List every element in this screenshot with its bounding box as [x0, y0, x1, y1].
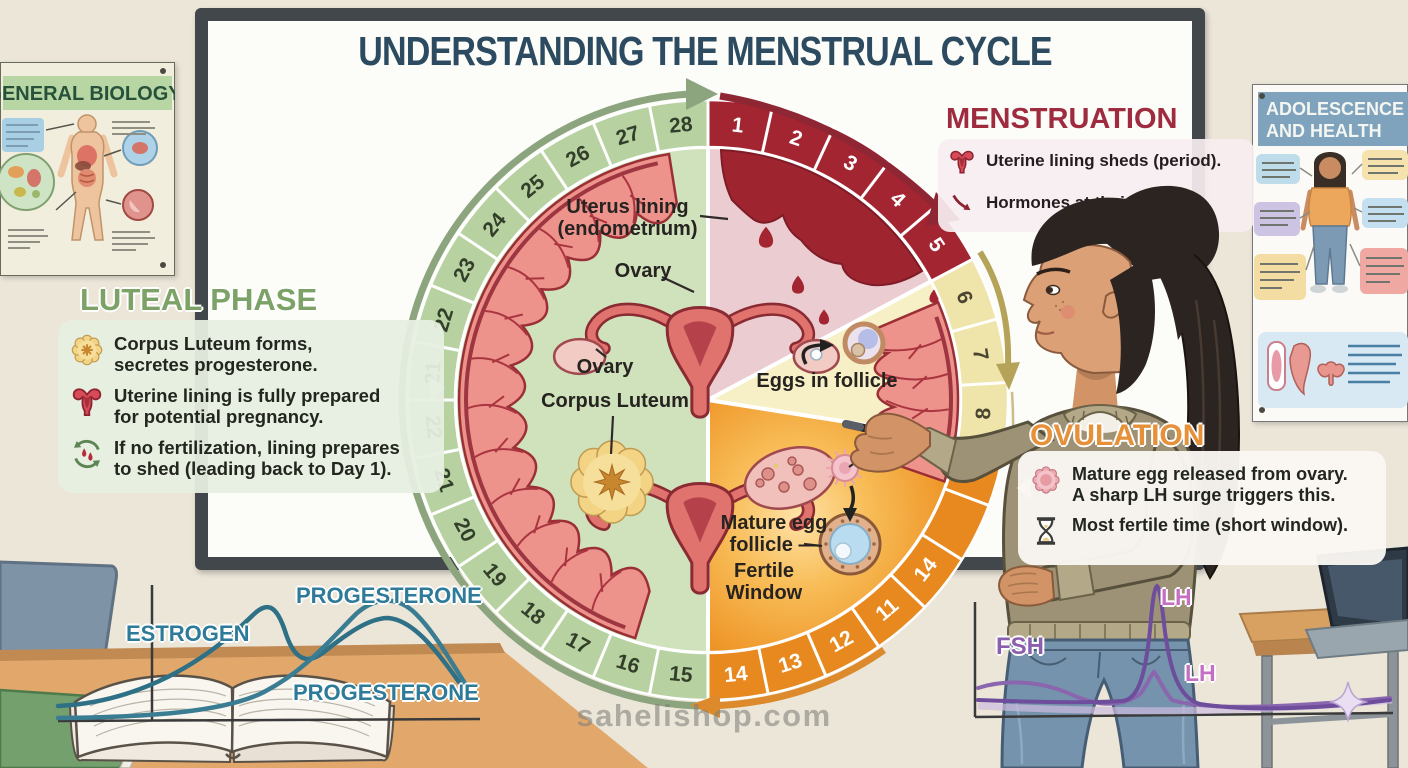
pointer-line	[595, 348, 607, 358]
label-ovary-mid: Ovary	[576, 356, 634, 378]
page-title: UNDERSTANDING THE MENSTRUAL CYCLE	[358, 28, 1052, 74]
chair	[0, 560, 118, 670]
blood-blob	[719, 148, 924, 287]
estrogen-curve	[55, 604, 469, 709]
label-corpus-luteum: Corpus Luteum	[541, 390, 689, 412]
ovulation-bullet-2: Most fertile time (short window).	[1030, 515, 1374, 552]
egg-icon	[1030, 464, 1062, 501]
shed-cycle-icon	[70, 437, 104, 476]
menstruation-bullet-1-text: Uterine lining sheds (period).	[986, 151, 1222, 170]
poster-right-title-1: ADOLESCENCE	[1266, 99, 1404, 119]
uterus-icon	[70, 385, 104, 424]
progesterone-curve	[55, 598, 471, 721]
mouth	[1035, 330, 1055, 335]
luteal-bullet-1-text: Corpus Luteum forms, secretes progestero…	[114, 333, 318, 376]
label-uterus-lining: Uterus lining (endometrium)	[557, 196, 698, 241]
progesterone-label-bottom: PROGESTERONE	[293, 680, 479, 705]
progesterone-label-top: PROGESTERONE	[296, 583, 482, 608]
uterus-illustrations	[552, 302, 886, 595]
label-ovary-top: Ovary	[614, 260, 672, 282]
luteal-bullet-2: Uterine lining is fully prepared for pot…	[70, 385, 432, 428]
open-book	[68, 674, 396, 764]
lh-label-peak: LH	[1161, 584, 1192, 610]
luteal-phase-title: LUTEAL PHASE	[80, 282, 318, 317]
ovulation-title: OVULATION	[1030, 419, 1205, 452]
ovulation-bullet-2-text: Most fertile time (short window).	[1072, 514, 1349, 535]
luteal-phase-panel: Corpus Luteum forms, secretes progestero…	[58, 320, 445, 493]
day-number: 14	[723, 662, 749, 687]
hormone-graph-right	[973, 583, 1394, 723]
blood-drop	[758, 226, 774, 248]
laptop	[1304, 546, 1408, 660]
menstruation-bullet-1: Uterine lining sheds (period).	[948, 148, 1244, 181]
luteal-bullet-3: If no fertilization, lining prepares to …	[70, 437, 432, 480]
menstruation-title: MENSTRUATION	[946, 103, 1178, 135]
pointer-line	[699, 214, 729, 221]
hair-front	[1031, 197, 1197, 340]
eyebrow	[1036, 267, 1071, 276]
day-number: 1	[731, 114, 745, 138]
blood-drop	[818, 309, 830, 325]
ovulation-panel: Mature egg released from ovary. A sharp …	[1017, 451, 1386, 565]
hair-sidelock	[1110, 258, 1155, 394]
corpus-luteum-art	[592, 462, 632, 502]
poster-general-biology-art: GENERAL BIOLOGY	[0, 61, 182, 277]
fsh-label: FSH	[996, 633, 1044, 660]
uterus-icon	[948, 148, 976, 181]
luteal-bullet-2-text: Uterine lining is fully prepared for pot…	[114, 384, 381, 428]
fertile-arrow	[711, 647, 887, 710]
ovulation-bullet-1-text: Mature egg released from ovary. A sharp …	[1072, 464, 1348, 505]
label-mature-egg-follicle: Mature egg follicle —	[720, 512, 828, 557]
estrogen-label: ESTROGEN	[126, 621, 250, 646]
day-number: 8	[972, 407, 996, 420]
hormone-graph-left	[55, 585, 481, 723]
arrow-down-icon	[948, 190, 976, 223]
poster-adolescence-health: ADOLESCENCE AND HEALTH	[1252, 84, 1408, 422]
poster-left-title: GENERAL BIOLOGY	[0, 83, 175, 105]
poster-general-biology: GENERAL BIOLOGY	[0, 61, 182, 277]
pointer-line	[661, 276, 695, 293]
poster-right-title-2: AND HEALTH	[1266, 121, 1382, 141]
day-number: 15	[668, 662, 694, 687]
blood-drop	[791, 275, 805, 294]
day-number: 7	[968, 347, 993, 362]
corpus-luteum-icon	[70, 333, 104, 372]
luteal-bullet-1: Corpus Luteum forms, secretes progestero…	[70, 333, 432, 376]
label-eggs-in-follicle: Eggs in follicle	[756, 370, 898, 392]
watermark: sahelishop.com	[576, 698, 832, 733]
hand-resting	[998, 565, 1056, 607]
luteal-bullet-3-text: If no fertilization, lining prepares to …	[114, 436, 400, 480]
poster-adolescence-art: ADOLESCENCE AND HEALTH	[1252, 84, 1408, 422]
day-number: 28	[668, 113, 694, 138]
hourglass-icon	[1030, 515, 1062, 552]
follicular-arrow	[977, 250, 1012, 367]
pointer-line	[803, 542, 823, 548]
sparkle-icon	[1328, 681, 1369, 723]
label-fertile-window: Fertile Window	[725, 560, 803, 605]
teen-figure	[1300, 152, 1360, 293]
lh-curve	[976, 583, 1392, 711]
menstruation-arrow	[719, 92, 949, 219]
hand-pointing	[850, 412, 931, 473]
arrow-to-follicle	[801, 343, 823, 365]
endometrium-band	[457, 152, 678, 640]
ovulation-bullet-1: Mature egg released from ovary. A sharp …	[1030, 464, 1374, 506]
period-products-icons	[1267, 341, 1345, 396]
lh-label-mid: LH	[1185, 660, 1216, 686]
pointer-line	[609, 415, 615, 455]
human-figure	[57, 114, 118, 241]
arm-pointing	[940, 420, 1055, 484]
